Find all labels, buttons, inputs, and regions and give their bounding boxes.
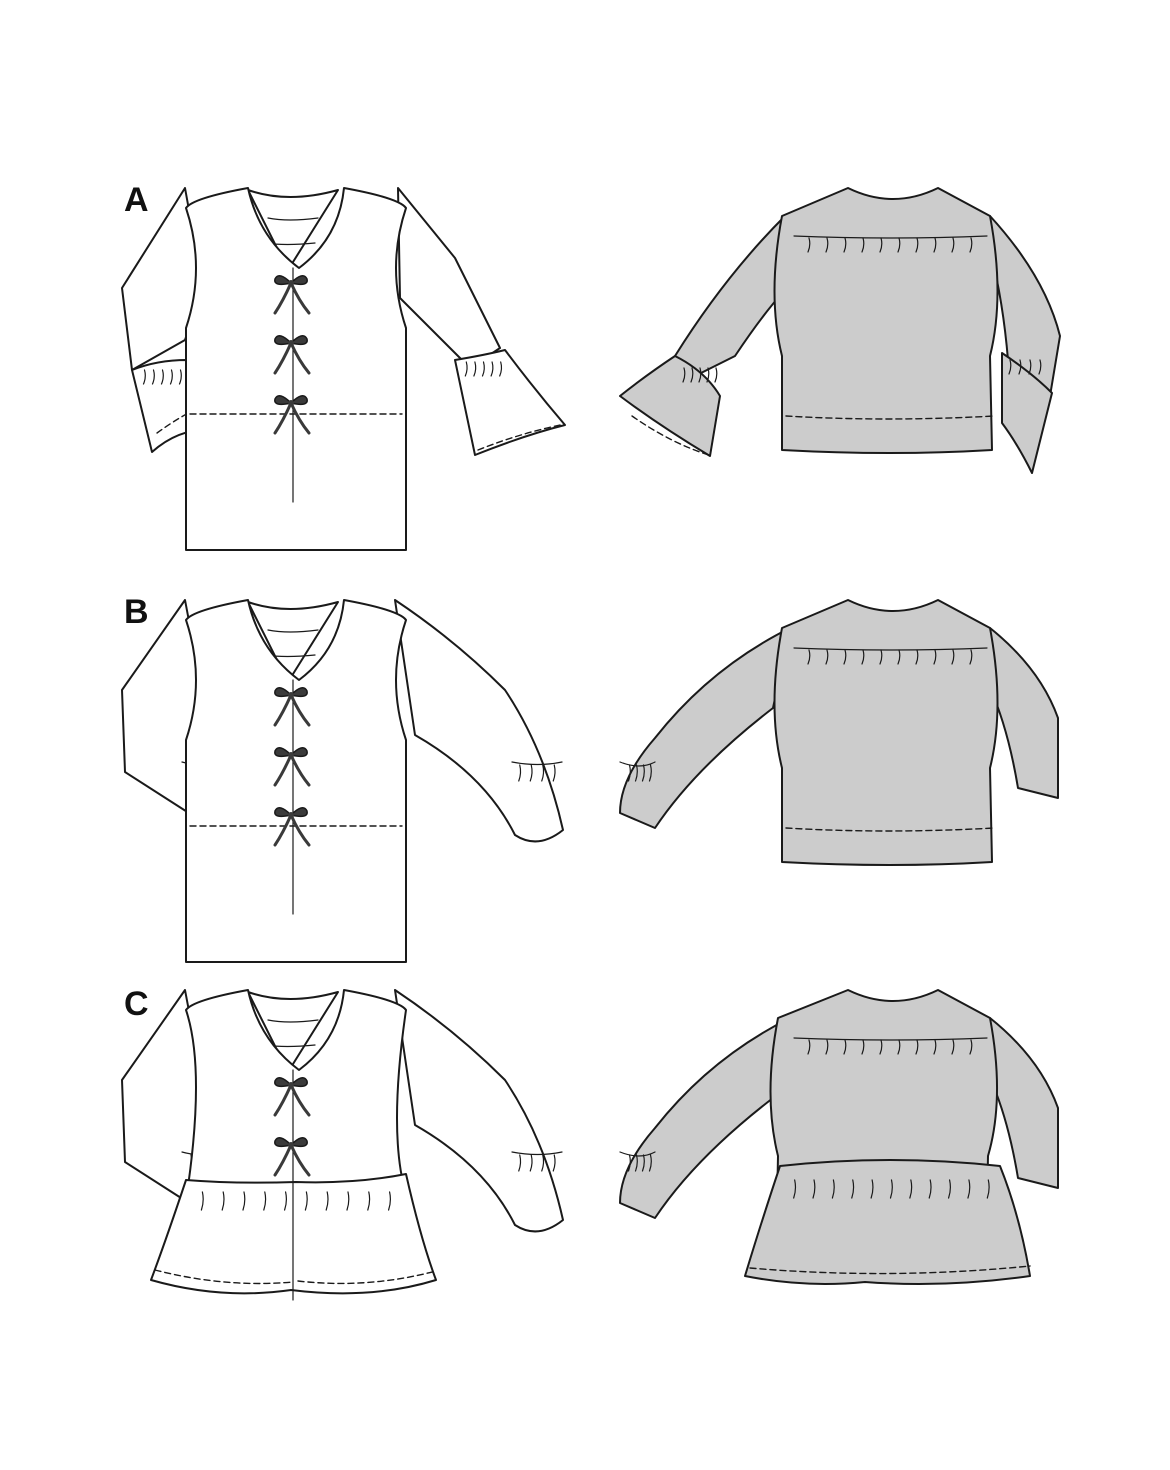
bow-tie-icon (273, 687, 311, 727)
bow-tie-icon (273, 747, 311, 787)
bow-tie-icon (273, 1077, 311, 1117)
back-view-c (619, 989, 1059, 1285)
front-view-a (121, 187, 566, 551)
view-label-a: A (124, 181, 149, 219)
bow-tie-icon (273, 1137, 311, 1177)
front-view-b (121, 599, 564, 963)
back-view-b (619, 599, 1059, 866)
front-view-c (121, 989, 564, 1301)
bow-tie-icon (273, 807, 311, 847)
back-view-a (619, 187, 1061, 474)
view-label-b: B (124, 593, 149, 631)
bow-tie-icon (273, 335, 311, 375)
bow-tie-icon (273, 275, 311, 315)
bow-tie-icon (273, 395, 311, 435)
view-label-c: C (124, 985, 149, 1023)
